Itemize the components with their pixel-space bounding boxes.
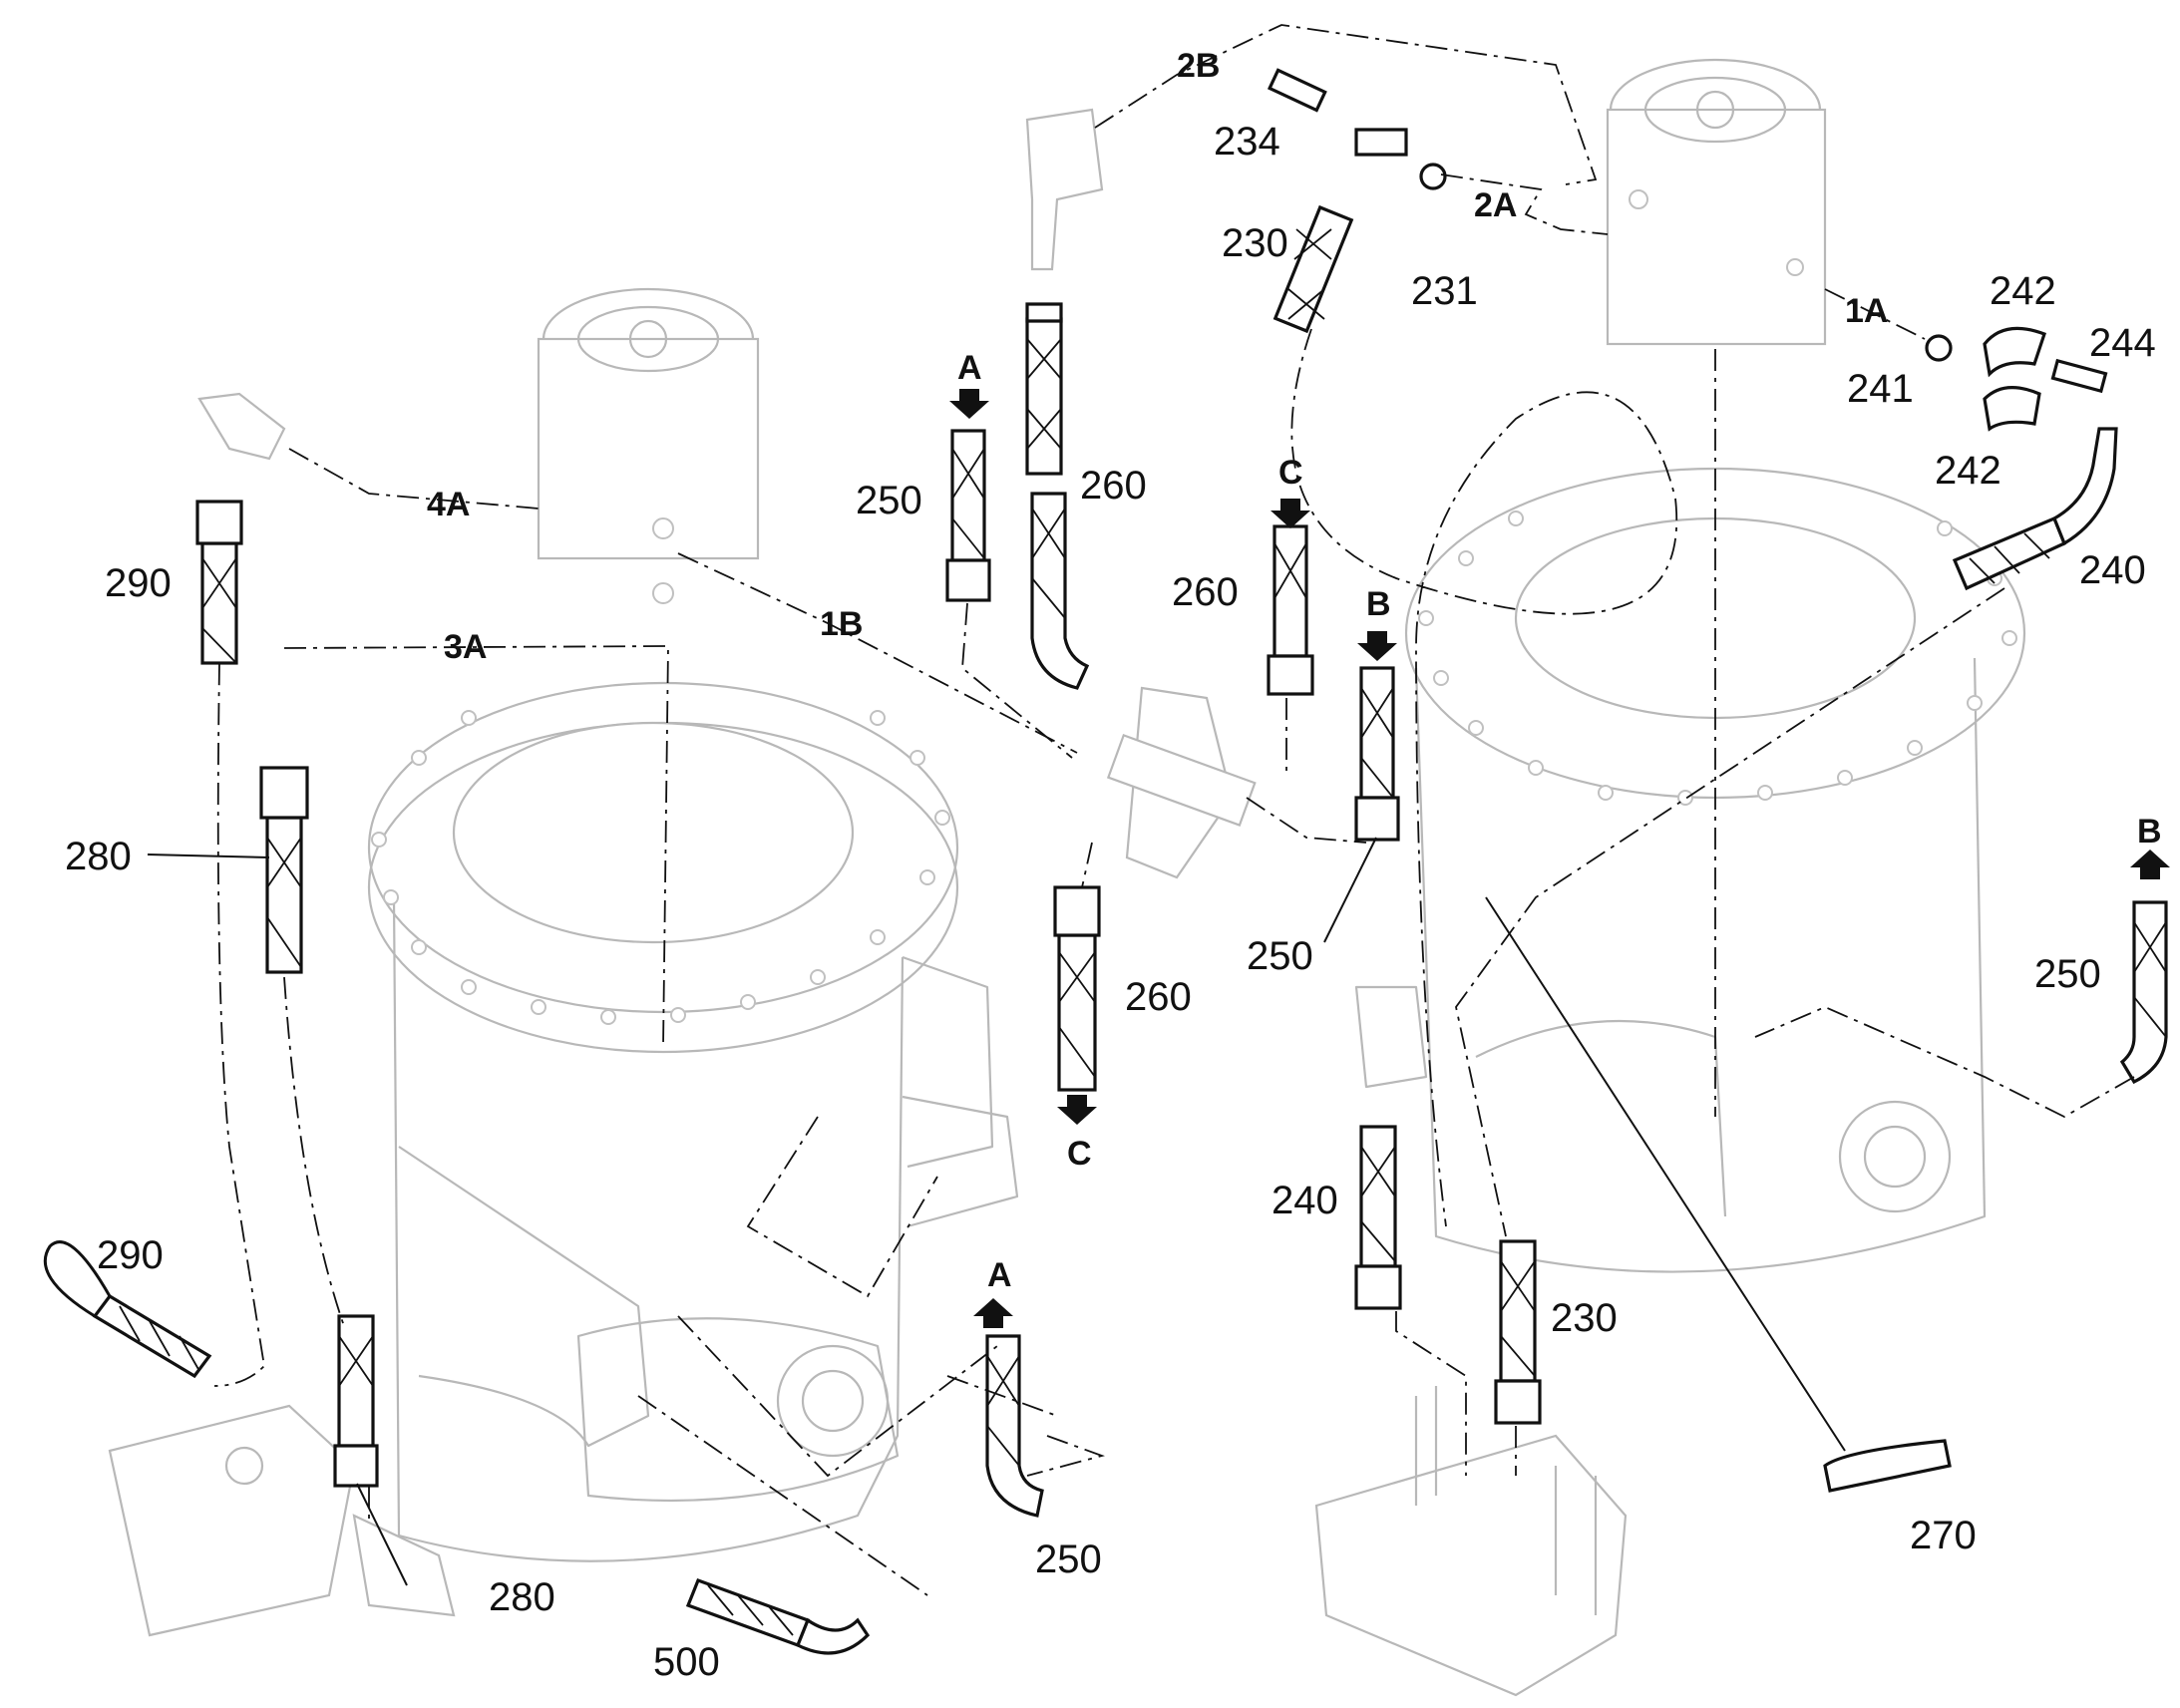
label-4A: 4A [427,486,470,523]
left-gearbox-housing [367,681,1019,1562]
label-230-lower: 230 [1551,1296,1618,1340]
label-500: 500 [653,1640,720,1684]
hose-250-b-right [2119,900,2168,1085]
label-290-lower: 290 [97,1233,164,1277]
hose-260-upper [1025,302,1063,476]
right-oil-filter [1606,58,1827,346]
hose-260-middle [1030,492,1090,690]
connection-lines [213,24,2135,1596]
fitting-elbow-upper-left [197,392,286,461]
label-290-top: 290 [105,561,172,605]
label-244: 244 [2089,321,2156,365]
arrow-c-top [1271,499,1310,528]
label-arrow-b-top: B [1366,585,1391,623]
part-number-labels: 234 230 231 242 244 241 242 240 250 260 … [65,120,2156,1684]
arrow-b-right [2130,850,2170,879]
label-arrow-c-top: C [1278,454,1303,492]
hose-240-lower [1354,1125,1402,1310]
hose-500 [685,1577,871,1655]
hose-290-lower [43,1240,212,1379]
center-valve-block [1106,686,1257,879]
fitting-231-washer [1419,163,1447,190]
label-270: 270 [1910,1514,1977,1557]
label-1B: 1B [820,605,863,643]
label-250-middle: 250 [1247,934,1313,978]
label-2A: 2A [1474,186,1517,224]
label-1A: 1A [1845,292,1888,330]
hose-230-upper [1272,128,1408,334]
label-280-lower: 280 [489,1575,555,1619]
arrow-a-low [973,1298,1013,1328]
label-arrow-a-top: A [957,349,982,387]
hose-250-a [945,429,991,602]
fitting-242-clamp-halves [1983,326,2047,432]
leader-lines [147,837,1846,1586]
label-231: 231 [1411,269,1478,313]
label-242-bottom: 242 [1935,449,2001,493]
connection-labels: 2B 2A 1A 4A 3A 1B A C B C A B [427,47,2162,1294]
fitting-270-clip [1823,1439,1952,1493]
lower-right-valve-block [1314,1386,1628,1697]
left-oil-filter [537,287,760,604]
fitting-234-bolt [1267,68,1327,113]
hose-230-lower [1494,1239,1542,1425]
label-260-middle: 260 [1172,570,1239,614]
arrow-a-top [949,389,989,419]
hose-280-lower [333,1314,379,1488]
left-housing-bolt-holes [371,710,950,1025]
label-240-lower: 240 [1272,1179,1338,1222]
arrow-b-top [1357,631,1397,661]
hose-240-right [1952,427,2118,591]
lower-left-cylinder [108,1404,456,1637]
hose-250-b-top [1354,666,1400,842]
hose-290-upper [195,500,243,665]
connection-arrows [949,389,2170,1328]
label-arrow-b-right: B [2137,813,2162,851]
fitting-elbow-upper-center [1025,108,1104,271]
hose-260-lower [1053,885,1101,1092]
label-250-right: 250 [2034,952,2101,996]
hose-260-c-top [1267,524,1314,696]
right-gearbox-housing [1354,467,2026,1273]
label-242-top: 242 [1990,269,2056,313]
label-240-right: 240 [2079,548,2146,592]
hose-250-a-lower [985,1334,1044,1518]
label-234: 234 [1214,120,1280,164]
label-230-top: 230 [1222,221,1288,265]
hose-280-upper [259,766,309,974]
label-250-a: 250 [856,479,922,522]
arrow-c-low [1057,1095,1097,1125]
label-260-lower: 260 [1125,975,1192,1019]
label-260-top: 260 [1080,464,1147,508]
label-241: 241 [1847,367,1914,411]
fitting-244-bolt [2050,358,2108,394]
label-arrow-c-low: C [1067,1135,1092,1173]
label-280-top: 280 [65,835,132,878]
label-arrow-a-low: A [987,1256,1012,1294]
label-3A: 3A [444,628,487,666]
label-2B: 2B [1177,47,1220,85]
label-250-lower: 250 [1035,1537,1102,1581]
fitting-241-washer [1925,334,1953,362]
